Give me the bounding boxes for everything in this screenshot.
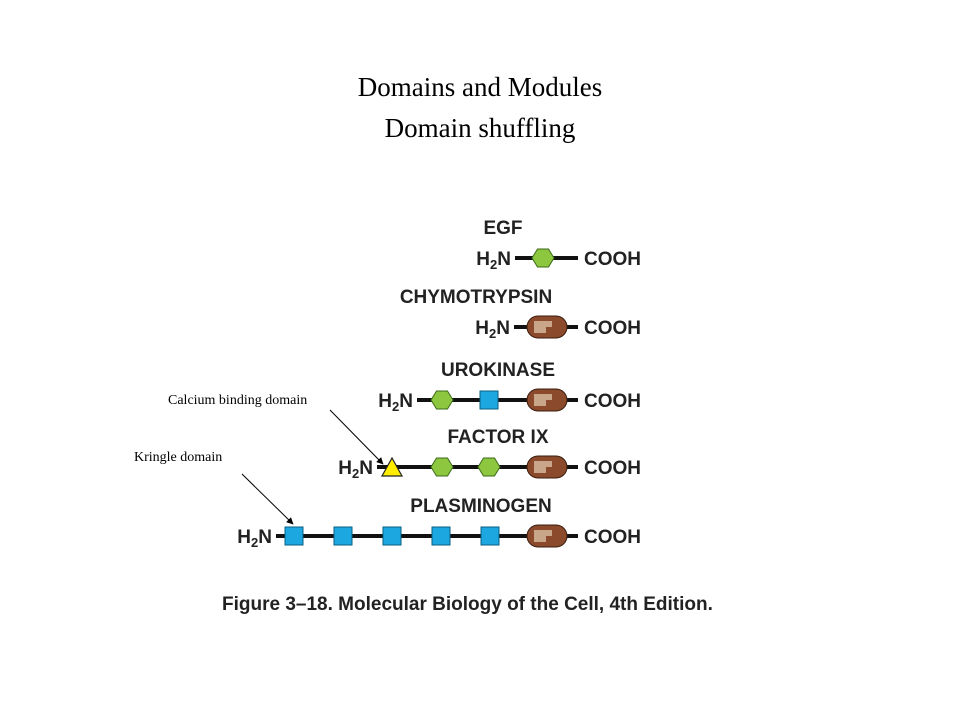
c-terminus-label: COOH (584, 249, 641, 270)
kringle-domain-label: Kringle domain (134, 450, 223, 465)
kringle-domain-square (284, 526, 304, 546)
protein-name: EGF (483, 218, 522, 239)
n-terminus-label: H2N (338, 458, 373, 481)
protein-name: FACTOR IX (448, 427, 549, 448)
title-line-2: Domain shuffling (384, 113, 576, 143)
calcium-arrow (329, 409, 384, 465)
protein-name: UROKINASE (441, 360, 555, 381)
c-terminus-label: COOH (584, 458, 641, 479)
protein-row: UROKINASE H2N COOH (378, 360, 641, 414)
calcium-binding-domain-label: Calcium binding domain (168, 393, 308, 408)
egf-domain-hexagon (430, 457, 454, 477)
c-terminus-label: COOH (584, 391, 641, 412)
calcium-binding-domain-triangle (380, 456, 404, 477)
egf-domain-hexagon (531, 248, 555, 268)
kringle-domain-square (479, 390, 499, 410)
serine-protease-domain (526, 388, 568, 412)
kringle-domain-square (431, 526, 451, 546)
protein-row: EGF H2N COOH (476, 218, 641, 272)
kringle-arrow (241, 473, 294, 525)
figure-caption: Figure 3–18. Molecular Biology of the Ce… (222, 594, 713, 615)
n-terminus-label: H2N (476, 249, 511, 272)
egf-domain-hexagon (477, 457, 501, 477)
n-terminus-label: H2N (378, 391, 413, 414)
serine-protease-domain (526, 524, 568, 548)
kringle-domain-square (382, 526, 402, 546)
serine-protease-domain (526, 315, 568, 339)
protein-row: CHYMOTRYPSIN H2N COOH (400, 287, 641, 341)
protein-row: FACTOR IX H2N COOH (338, 427, 641, 481)
protein-name: CHYMOTRYPSIN (400, 287, 552, 308)
kringle-domain-square (480, 526, 500, 546)
protein-row: PLASMINOGEN H2N COOH (237, 496, 641, 550)
protein-name: PLASMINOGEN (410, 496, 551, 517)
title-line-1: Domains and Modules (357, 72, 603, 102)
kringle-domain-square (333, 526, 353, 546)
n-terminus-label: H2N (237, 527, 272, 550)
c-terminus-label: COOH (584, 527, 641, 548)
n-terminus-label: H2N (475, 318, 510, 341)
c-terminus-label: COOH (584, 318, 641, 339)
egf-domain-hexagon (430, 390, 454, 410)
serine-protease-domain (526, 455, 568, 479)
